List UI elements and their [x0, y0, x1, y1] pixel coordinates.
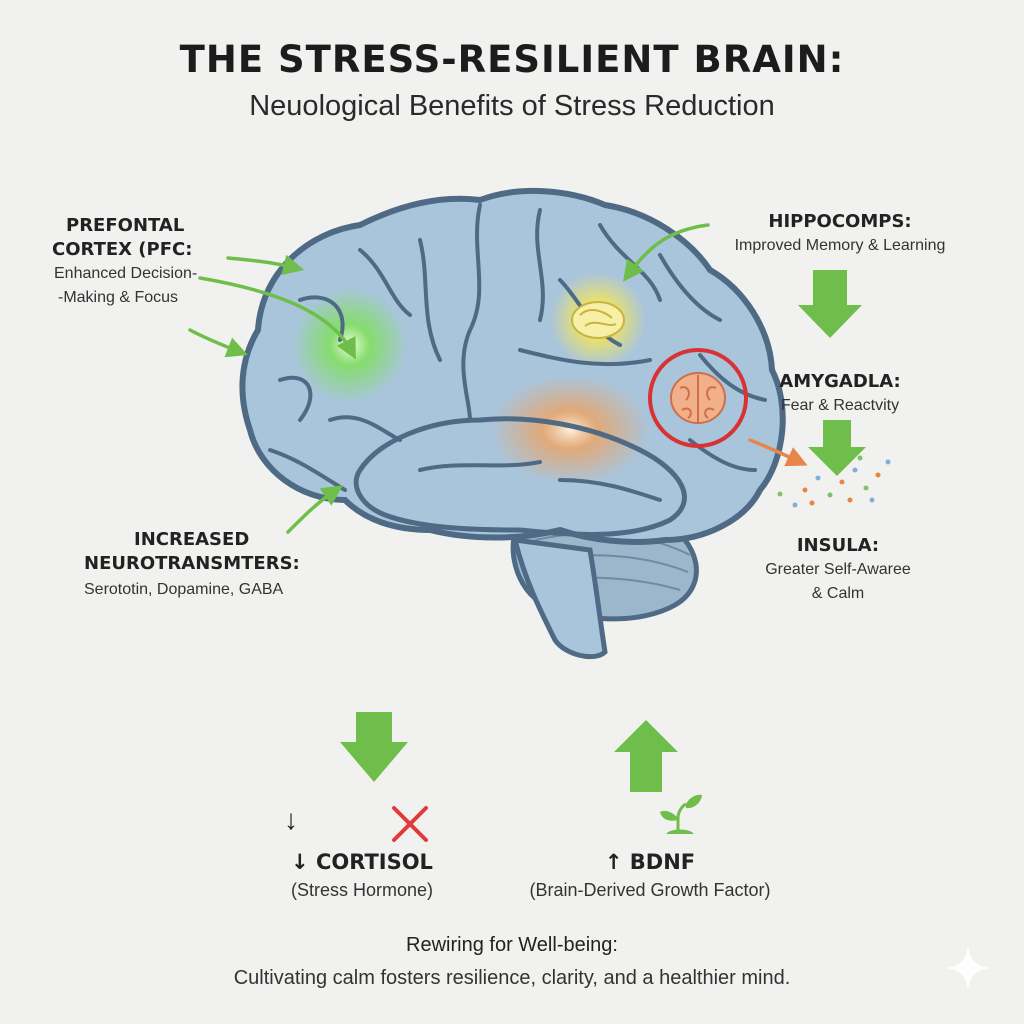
sprout-icon [660, 794, 702, 834]
pfc-title-line1: PREFONTAL [66, 215, 185, 236]
bdnf-title: ↑ BDNF [604, 850, 696, 874]
amygdala-brain-icon [670, 372, 726, 424]
bdnf-block: ↑ BDNF (Brain-Derived Growth Factor) [500, 850, 800, 901]
amygdala-label: AMYGADLA: Fear & Reactvity [760, 370, 920, 418]
pfc-desc-line2: -Making & Focus [58, 289, 179, 306]
amygdala-desc: Fear & Reactvity [780, 397, 900, 414]
neurotransmitters-title-line2: NEUROTRANSMTERS: [84, 553, 300, 574]
neurotransmitters-desc: Serototin, Dopamine, GABA [84, 581, 284, 598]
insula-particles [777, 455, 891, 508]
cortisol-small-arrow: ↓ [284, 804, 298, 835]
cortisol-block: ↓ CORTISOL (Stress Hormone) [262, 850, 462, 901]
insula-desc-line2: & Calm [811, 585, 865, 602]
hippocampus-title: HIPPOCOMPS: [768, 211, 912, 232]
hippocampus-down-arrow [798, 270, 862, 338]
insula-glow [490, 375, 650, 485]
bdnf-desc: (Brain-Derived Growth Factor) [529, 880, 771, 900]
page-subtitle: Neuological Benefits of Stress Reduction [249, 90, 775, 122]
neurotransmitters-title-line1: INCREASED [134, 529, 250, 550]
hippocampus-desc: Improved Memory & Learning [734, 237, 946, 254]
insula-label: INSULA: Greater Self-Awaree & Calm [738, 534, 938, 606]
pfc-desc-line1: Enhanced Decision- [54, 265, 198, 282]
neurotransmitters-label: INCREASED NEUROTRANSMTERS: Serototin, Do… [84, 528, 344, 602]
insula-desc-line1: Greater Self-Awaree [765, 561, 911, 578]
pfc-label: PREFONTAL CORTEX (PFC: Enhanced Decision… [52, 214, 252, 310]
footer: Rewiring for Well-being: Cultivating cal… [0, 934, 1024, 990]
amygdala-ring [648, 348, 748, 448]
hippocampus-brain-icon [571, 301, 625, 339]
amygdala-title: AMYGADLA: [779, 371, 901, 392]
page-title: THE STRESS-RESILIENT BRAIN: [179, 38, 845, 81]
footer-desc: Cultivating calm fosters resilience, cla… [233, 967, 791, 989]
pfc-title-line2: CORTEX (PFC: [52, 239, 193, 260]
bdnf-up-arrow [614, 720, 678, 792]
cortisol-title: ↓ CORTISOL [291, 850, 433, 874]
hippocampus-label: HIPPOCOMPS: Improved Memory & Learning [700, 210, 980, 258]
cross-icon [392, 806, 428, 842]
sparkle-icon [946, 946, 990, 990]
amygdala-down-arrow [808, 420, 866, 476]
footer-title: Rewiring for Well-being: [406, 934, 618, 956]
brainstem [511, 537, 608, 660]
insula-title: INSULA: [796, 535, 880, 556]
cortisol-down-arrow [340, 712, 408, 782]
cortisol-desc: (Stress Hormone) [290, 880, 434, 900]
